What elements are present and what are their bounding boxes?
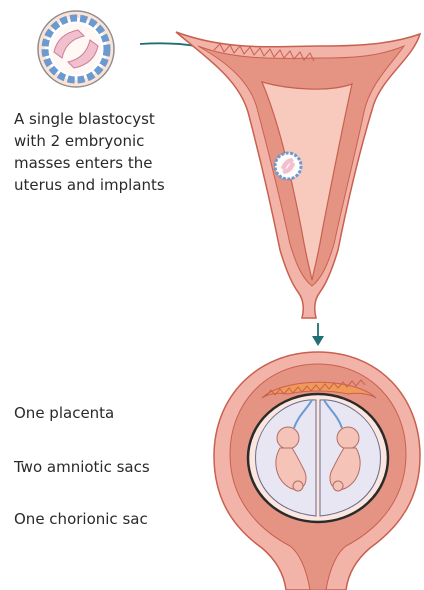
label-one-placenta: One placenta bbox=[14, 402, 114, 424]
caption-line-4: uterus and implants bbox=[14, 174, 204, 196]
label-two-amniotic-sacs: Two amniotic sacs bbox=[14, 456, 150, 478]
caption-line-3: masses enters the bbox=[14, 152, 204, 174]
implanting-blastocyst-icon bbox=[275, 153, 301, 179]
caption-line-1: A single blastocyst bbox=[14, 108, 204, 130]
label-one-chorionic-sac: One chorionic sac bbox=[14, 508, 148, 530]
blastocyst-icon bbox=[38, 11, 114, 87]
pregnant-uterus-icon bbox=[214, 352, 420, 590]
caption-line-2: with 2 embryonic bbox=[14, 130, 204, 152]
down-arrow-icon bbox=[312, 323, 324, 346]
blastocyst-caption: A single blastocyst with 2 embryonic mas… bbox=[14, 108, 204, 196]
